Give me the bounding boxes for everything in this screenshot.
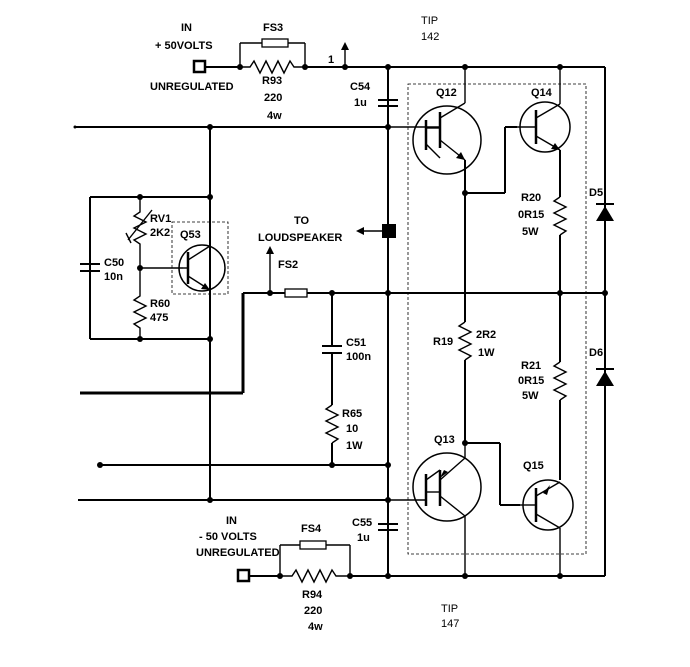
label-r94-value: 220	[304, 605, 322, 617]
label-c50: C50	[104, 257, 124, 269]
label-q15: Q15	[523, 460, 544, 472]
label-tip147-line2: 147	[441, 618, 459, 630]
r60-resistor	[132, 268, 148, 339]
label-r93: R93	[262, 75, 282, 87]
positive-supply-input	[192, 38, 605, 75]
q53-heatsink-outline	[171, 221, 229, 295]
neg-input-terminal	[236, 568, 251, 583]
r65-resistor	[324, 404, 340, 444]
fs4-fuse	[299, 540, 327, 550]
output-module-outline	[407, 83, 587, 555]
d5-diode	[596, 203, 614, 221]
label-r19-watt: 1W	[478, 347, 495, 359]
q12-transistor	[388, 67, 482, 175]
label-tip142-line2: 142	[421, 31, 439, 43]
label-fs3: FS3	[263, 22, 283, 34]
label-to: TO	[294, 215, 310, 227]
label-rv1: RV1	[150, 213, 171, 225]
label-c50-value: 10n	[104, 271, 123, 283]
label-neg-volts: - 50 VOLTS	[199, 531, 257, 543]
q15-transistor	[520, 479, 574, 576]
r20-resistor	[552, 196, 568, 236]
label-r65-watt: 1W	[346, 440, 363, 452]
label-q13: Q13	[434, 434, 455, 446]
label-unregulated-neg: UNREGULATED	[196, 547, 280, 559]
label-q14: Q14	[531, 87, 553, 99]
fs3-fuse	[261, 38, 289, 48]
label-r21: R21	[521, 360, 541, 372]
label-r21-watt: 5W	[522, 390, 539, 402]
q53-transistor	[178, 244, 226, 292]
label-c55-value: 1u	[357, 532, 370, 544]
label-fs2: FS2	[278, 259, 298, 271]
label-c54-value: 1u	[354, 97, 367, 109]
label-q12: Q12	[436, 87, 457, 99]
label-pos-volts: + 50VOLTS	[155, 40, 213, 52]
label-loudspeaker: LOUDSPEAKER	[258, 232, 342, 244]
rv1-trimmer	[132, 197, 148, 268]
c50-capacitor	[80, 197, 100, 272]
r94-resistor	[280, 568, 350, 584]
label-q53: Q53	[180, 229, 201, 241]
label-r60: R60	[150, 298, 170, 310]
c51-capacitor	[322, 345, 342, 354]
label-r94-watt: 4w	[308, 621, 323, 633]
label-r93-value: 220	[264, 92, 282, 104]
negative-supply-input	[236, 540, 605, 584]
label-r65-value: 10	[346, 423, 358, 435]
label-c51: C51	[346, 337, 366, 349]
label-in-pos: IN	[181, 22, 192, 34]
label-fs4: FS4	[301, 523, 322, 535]
r21-resistor	[552, 361, 568, 401]
label-r19: R19	[433, 336, 453, 348]
label-c54: C54	[350, 81, 371, 93]
label-d5: D5	[589, 187, 603, 199]
label-r94: R94	[302, 589, 323, 601]
d6-diode	[596, 368, 614, 386]
label-r20: R20	[521, 192, 541, 204]
label-rv1-value: 2K2	[150, 227, 170, 239]
q13-transistor	[388, 443, 482, 576]
label-c55: C55	[352, 517, 372, 529]
loudspeaker-output-terminal	[382, 224, 396, 238]
label-c51-value: 100n	[346, 351, 371, 363]
fs2-fuse	[284, 288, 308, 298]
r19-resistor	[457, 321, 473, 361]
label-r60-value: 475	[150, 312, 168, 324]
pos-input-terminal	[192, 59, 207, 74]
c54-capacitor	[378, 99, 398, 107]
label-tip147-line1: TIP	[441, 603, 458, 615]
label-in-neg: IN	[226, 515, 237, 527]
label-r65: R65	[342, 408, 362, 420]
label-r19-value: 2R2	[476, 329, 496, 341]
label-tip142-line1: TIP	[421, 15, 438, 27]
label-r93-watt: 4w	[267, 110, 282, 122]
label-unregulated-pos: UNREGULATED	[150, 81, 234, 93]
c55-capacitor	[378, 523, 398, 531]
r93-resistor	[240, 59, 305, 75]
label-r20-watt: 5W	[522, 226, 539, 238]
label-node-1: 1	[328, 54, 334, 66]
label-d6: D6	[589, 347, 603, 359]
label-r21-value: 0R15	[518, 375, 544, 387]
q14-transistor	[517, 67, 571, 153]
label-r20-value: 0R15	[518, 209, 544, 221]
